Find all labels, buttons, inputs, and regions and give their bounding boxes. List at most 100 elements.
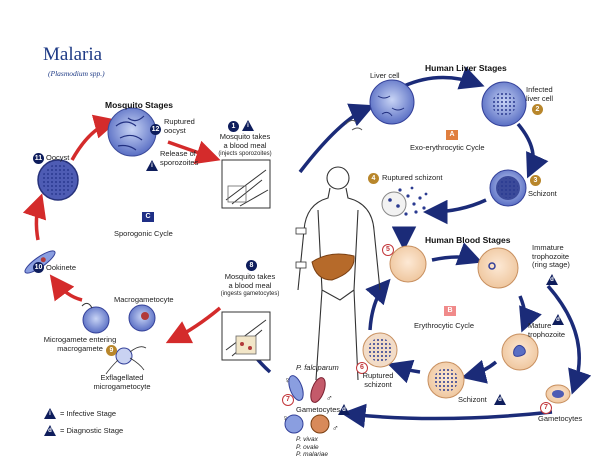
arrow-mature-to-schizont	[461, 359, 498, 384]
diagnostic-stage-icon-ring	[546, 274, 558, 285]
legend-diagnostic-icon	[44, 425, 56, 436]
step-10-badge: 10	[33, 262, 44, 273]
label-release-line1: Release of	[160, 149, 196, 158]
label-ring-stage: Immature trophozoite (ring stage)	[532, 243, 570, 270]
label-other-species: P. vivax P. ovale P. malariae	[296, 436, 328, 459]
step-2-line2: liver cell	[526, 93, 554, 103]
label-exflagellated: Exflagellated microgametocyte	[82, 373, 162, 391]
step-11-label: Oocyst	[46, 153, 70, 162]
label-mature-trophozoite: Mature trophozoite	[528, 321, 565, 339]
infective-stage-icon	[242, 120, 254, 131]
label-liver-cell: Liver cell	[370, 71, 400, 80]
legend-infective-icon	[44, 408, 56, 419]
heading-liver-stages: Human Liver Stages	[425, 63, 507, 73]
label-mature-line1: Mature	[528, 321, 552, 330]
legend-infective-mark: i	[49, 411, 51, 417]
exflagellated-microgametocyte	[105, 346, 147, 375]
step-1-badge: 1	[228, 121, 239, 132]
diagnostic-mark-schizont: d	[498, 397, 502, 403]
step-6-line2: schizont	[364, 379, 392, 389]
arrow-gametocytes-to-human	[341, 403, 553, 429]
legend-diagnostic-text: = Diagnostic Stage	[60, 426, 124, 435]
ruptured-schizont-liver	[381, 186, 428, 217]
label-gametocytes-human: Gametocytes	[296, 405, 341, 414]
step-9-line2: macrogamete	[57, 343, 103, 353]
infective-mark-1: i	[247, 123, 249, 129]
diagnostic-stage-icon-gametocytes	[338, 404, 350, 415]
label-release-sporozoites: Release of sporozoites	[160, 149, 199, 167]
cycle-letter-b: B	[444, 306, 456, 316]
step-9-label: Microgamete entering macrogamete	[40, 335, 120, 353]
step-1-line1: Mosquito takes	[219, 132, 271, 141]
other-species-gametocytes	[284, 414, 330, 434]
step-6-label: Ruptured schizont	[358, 371, 398, 389]
arrow-ring-to-mature	[518, 295, 542, 333]
arrow-bite-to-liver	[298, 103, 375, 174]
oocyst	[37, 159, 79, 201]
step-9-line1: Microgamete entering	[43, 335, 117, 344]
label-exfl-line1: Exflagellated	[100, 373, 144, 382]
microgamete-entering-macrogamete	[81, 302, 110, 334]
legend-diagnostic-mark: d	[48, 428, 52, 434]
step-11-badge: 11	[33, 153, 44, 164]
female-symbol-2: ♀	[282, 413, 289, 423]
step-4-badge: 4	[368, 173, 379, 184]
infected-liver-cell	[481, 81, 527, 127]
heading-blood-stages: Human Blood Stages	[425, 235, 511, 245]
gametocytes-blood	[545, 384, 571, 404]
human-body	[297, 166, 381, 381]
step-7-badge: 7	[540, 402, 552, 414]
sporozoites	[345, 119, 363, 131]
ruptured-schizont-blood	[362, 332, 398, 368]
label-sporogonic-cycle: Sporogonic Cycle	[114, 229, 173, 238]
step-7-label: Gametocytes	[538, 414, 583, 423]
arrow-liver-to-infected	[403, 66, 485, 90]
page-subtitle: (Plasmodium spp.)	[48, 69, 105, 78]
male-symbol-1: ♂	[326, 393, 333, 403]
label-p-malariae: P. malariae	[296, 451, 329, 458]
ruptured-oocyst	[107, 107, 157, 157]
legend-infective-text: = Infective Stage	[60, 409, 117, 418]
bandage-upper	[295, 227, 307, 235]
label-ring-line2: trophozoite	[532, 251, 570, 261]
step-3-badge: 3	[530, 175, 541, 186]
step-8-line2: a blood meal	[228, 280, 272, 290]
step-8-line1: Mosquito takes	[224, 272, 276, 281]
step-10-label: Ookinete	[46, 263, 77, 272]
label-blood-schizont: Schizont	[458, 395, 487, 404]
arrow-ruptured-to-blood	[391, 226, 417, 251]
arrow-schizont-to-ruptured-blood	[387, 359, 421, 384]
diagnostic-stage-icon-mature	[552, 314, 564, 325]
label-release-line2: sporozoites	[160, 157, 199, 167]
page-title: Malaria	[43, 44, 103, 65]
infective-mark-sporozoites: i	[151, 163, 153, 169]
liver-cell	[369, 79, 415, 125]
label-p-vivax: P. vivax	[296, 436, 318, 443]
step-9-badge: 9	[106, 345, 117, 356]
arrow-microgamete-to-ookinete	[49, 274, 83, 302]
bite-box-sporozoites	[221, 159, 271, 209]
step-4-label: Ruptured schizont	[382, 173, 443, 182]
step-8-badge: 8	[246, 260, 257, 271]
label-ring-line3: (ring stage)	[532, 260, 570, 269]
label-p-ovale: P. ovale	[296, 443, 319, 451]
arrow-merozoite-to-ring	[431, 242, 483, 266]
label-exo-cycle: Exo-erythrocytic Cycle	[410, 143, 485, 152]
arrow-ookinete-to-oocyst	[22, 193, 47, 241]
step-5-badge: 5	[382, 244, 394, 256]
step-8-line3: (ingests gametocytes)	[220, 291, 280, 297]
diagnostic-mark-mature: d	[556, 317, 560, 323]
rbc-blood-schizont	[427, 361, 465, 399]
step-2-badge: 2	[532, 104, 543, 115]
rbc-ring-stage	[477, 247, 519, 289]
step-12-label: Ruptured oocyst	[164, 117, 195, 135]
liver-organ	[311, 253, 355, 281]
step-6-badge: 6	[356, 362, 368, 374]
liver-schizont	[489, 169, 527, 207]
step-2-line1: Infected	[526, 85, 553, 94]
cycle-letter-a: A	[446, 130, 458, 140]
label-p-falciparum: P. falciparum	[296, 363, 339, 372]
step-12-line2: oocyst	[164, 125, 186, 135]
male-symbol-2: ♂	[332, 423, 339, 433]
